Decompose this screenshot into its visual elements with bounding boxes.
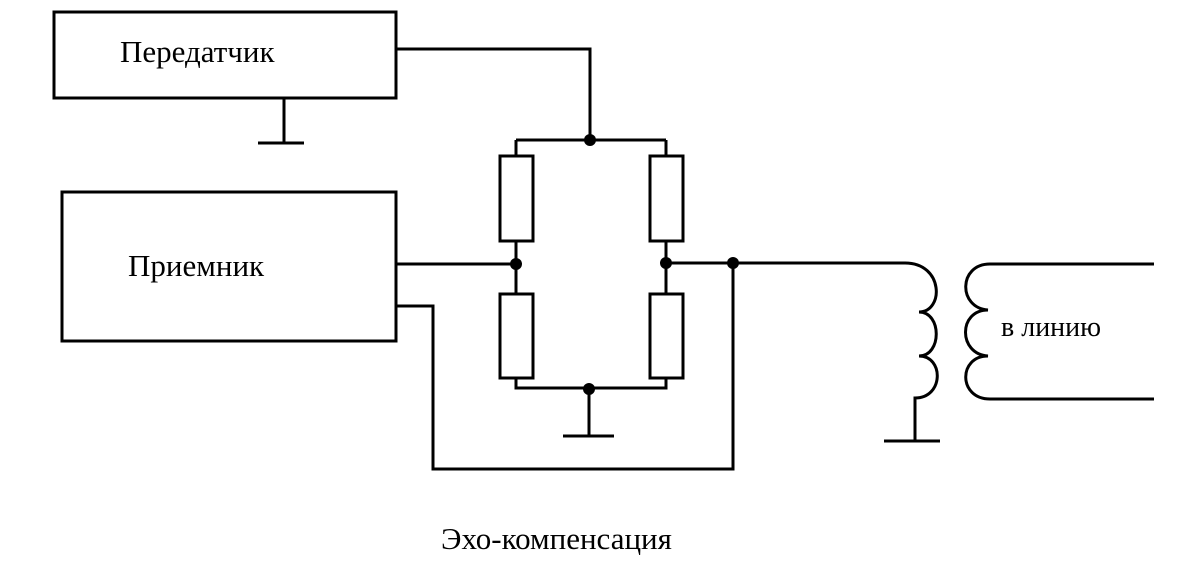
resistor-bottom-right xyxy=(648,292,685,380)
transformer-secondary-coil xyxy=(964,262,1154,401)
diagram-caption: Эхо-компенсация xyxy=(441,521,672,556)
resistor-top-left xyxy=(498,154,535,243)
receiver-feedback-wire xyxy=(396,263,735,471)
junction-dot-top xyxy=(584,134,596,146)
transmitter-label: Передатчик xyxy=(120,34,275,69)
transmitter-wire xyxy=(396,47,592,140)
transmitter-box xyxy=(52,10,398,100)
line-label: в линию xyxy=(1001,312,1101,343)
junction-dot-feedback xyxy=(727,257,739,269)
transmitter-ground xyxy=(258,98,304,145)
resistor-top-right xyxy=(648,154,685,243)
junction-dot-bottom xyxy=(583,383,595,395)
junction-dot-left xyxy=(510,258,522,270)
receiver-label: Приемник xyxy=(128,248,265,283)
resistor-bottom-left xyxy=(498,292,535,380)
transformer-primary-coil xyxy=(884,261,940,443)
bridge-side-wires xyxy=(514,140,668,390)
junction-dot-right xyxy=(660,257,672,269)
bridge-ground xyxy=(563,388,614,438)
receiver-box xyxy=(60,190,398,343)
